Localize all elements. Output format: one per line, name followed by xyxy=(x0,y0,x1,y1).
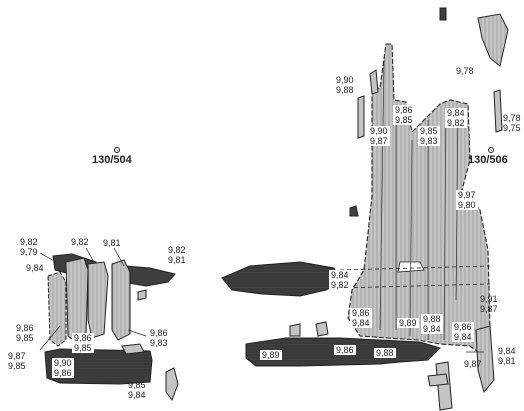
elevation-label: 9,87 xyxy=(464,359,482,369)
left-feature-group xyxy=(39,247,179,402)
bottom-right-piece-2 xyxy=(427,373,449,387)
small-piece-left xyxy=(121,343,145,355)
station-marker-130-506 xyxy=(488,147,494,153)
small-block-1 xyxy=(289,323,301,337)
small-piece-right-left xyxy=(165,367,179,402)
elevation-label: 9,89 xyxy=(397,318,419,328)
bottom-right-piece-1 xyxy=(435,361,453,411)
elevation-label: 9,84 xyxy=(26,263,44,273)
elevation-label: 9,81 xyxy=(103,238,121,248)
shape-left-thin-2 xyxy=(369,69,379,95)
station-label-130-504: 130/504 xyxy=(92,154,132,166)
elevation-label: 9,78 xyxy=(456,66,474,76)
station-marker-130-504 xyxy=(114,147,120,153)
shape-top-right-2 xyxy=(439,7,447,21)
elevation-label: 9,88 xyxy=(374,348,396,358)
small-block-2 xyxy=(315,321,329,337)
elevation-label: 9,89 xyxy=(260,350,282,360)
small-block-3 xyxy=(349,205,359,217)
shape-left-thin-1 xyxy=(357,95,365,139)
station-label-130-506: 130/506 xyxy=(468,154,508,166)
elevation-label: 9,82 xyxy=(71,237,89,247)
dark-beam-right-left xyxy=(125,265,176,287)
small-piece-mid-left xyxy=(137,289,147,301)
shape-right-thin xyxy=(493,89,503,133)
elevation-label: 9,86 xyxy=(334,345,356,355)
